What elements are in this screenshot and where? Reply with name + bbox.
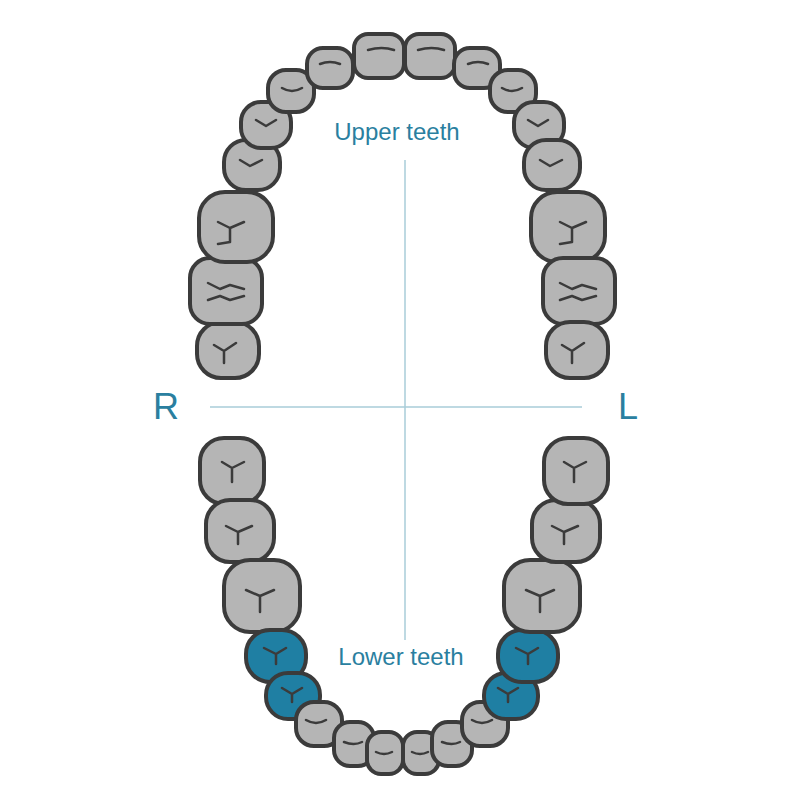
occlusal-line (210, 406, 582, 408)
side-label: R (153, 387, 179, 427)
midline (404, 160, 406, 640)
upper-teeth (190, 34, 615, 378)
arch-label: Lower teeth (338, 644, 463, 670)
lower-teeth (200, 438, 608, 774)
side-label: L (618, 387, 638, 427)
arch-label: Upper teeth (334, 119, 459, 145)
